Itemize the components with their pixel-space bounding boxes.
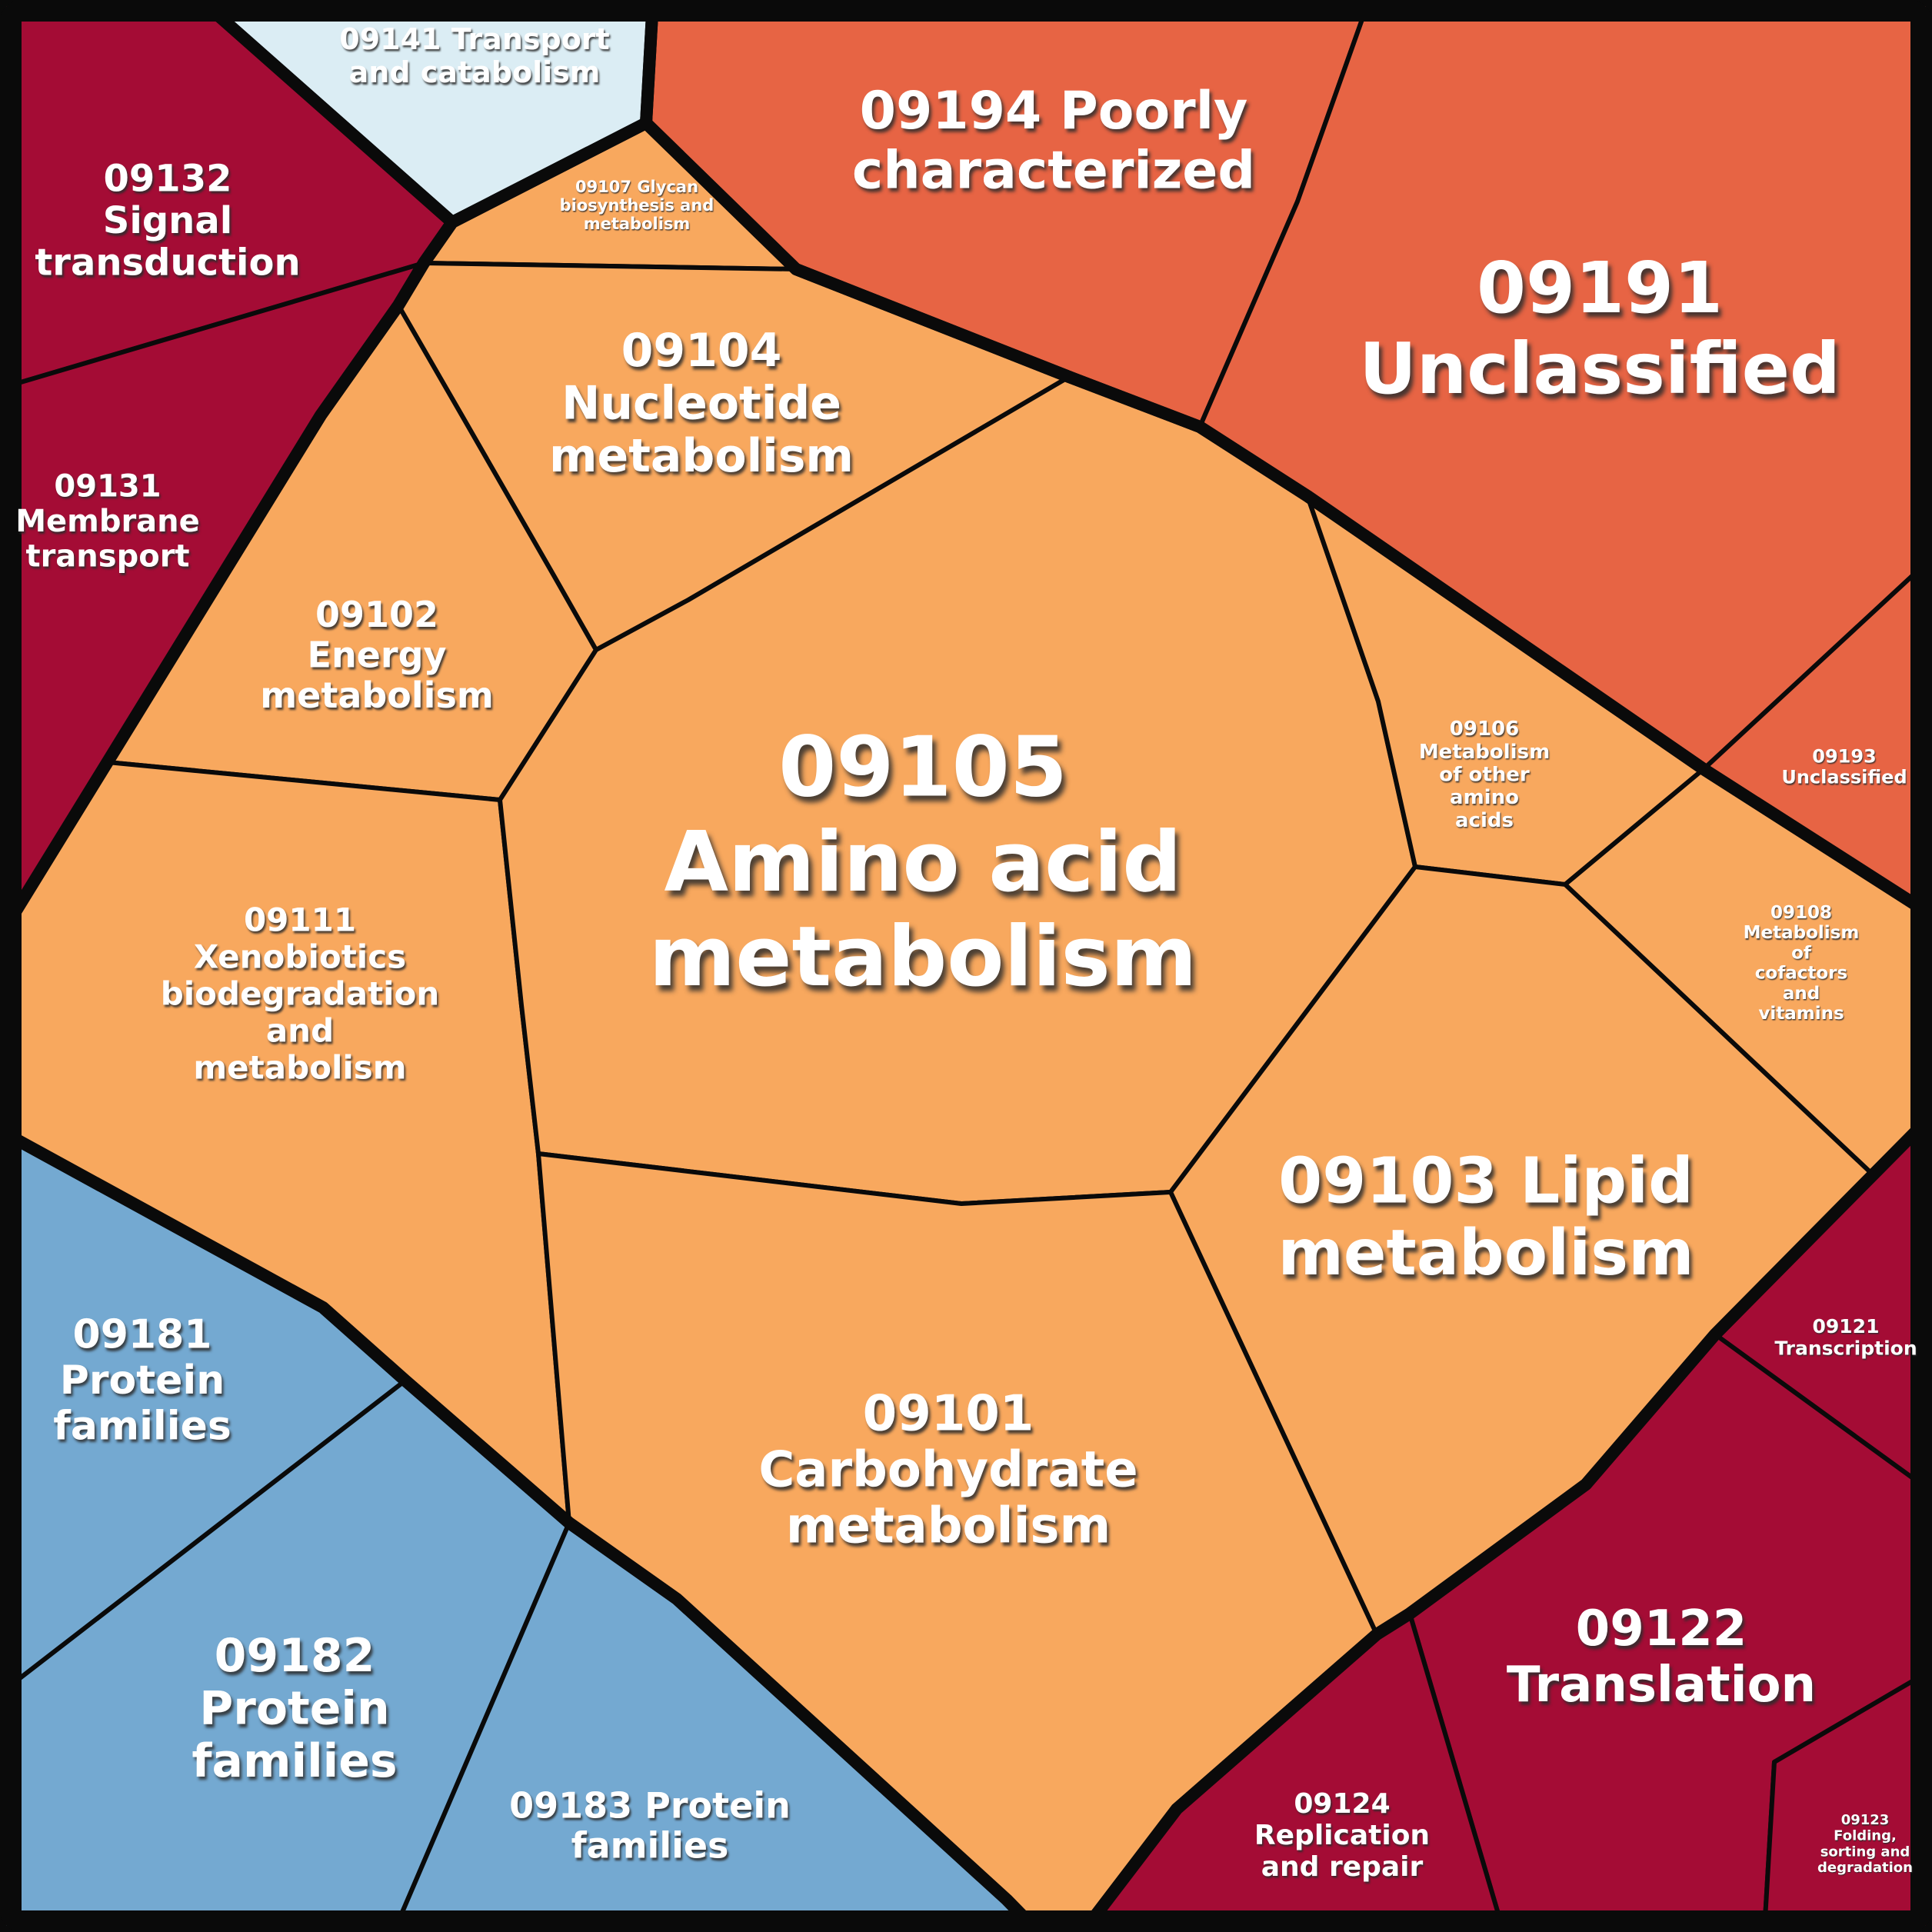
cell-09123[interactable] bbox=[1762, 1667, 1932, 1932]
group-outline-protein_families bbox=[0, 1124, 1044, 1932]
group-outline-genetic_info bbox=[1077, 1109, 1932, 1932]
